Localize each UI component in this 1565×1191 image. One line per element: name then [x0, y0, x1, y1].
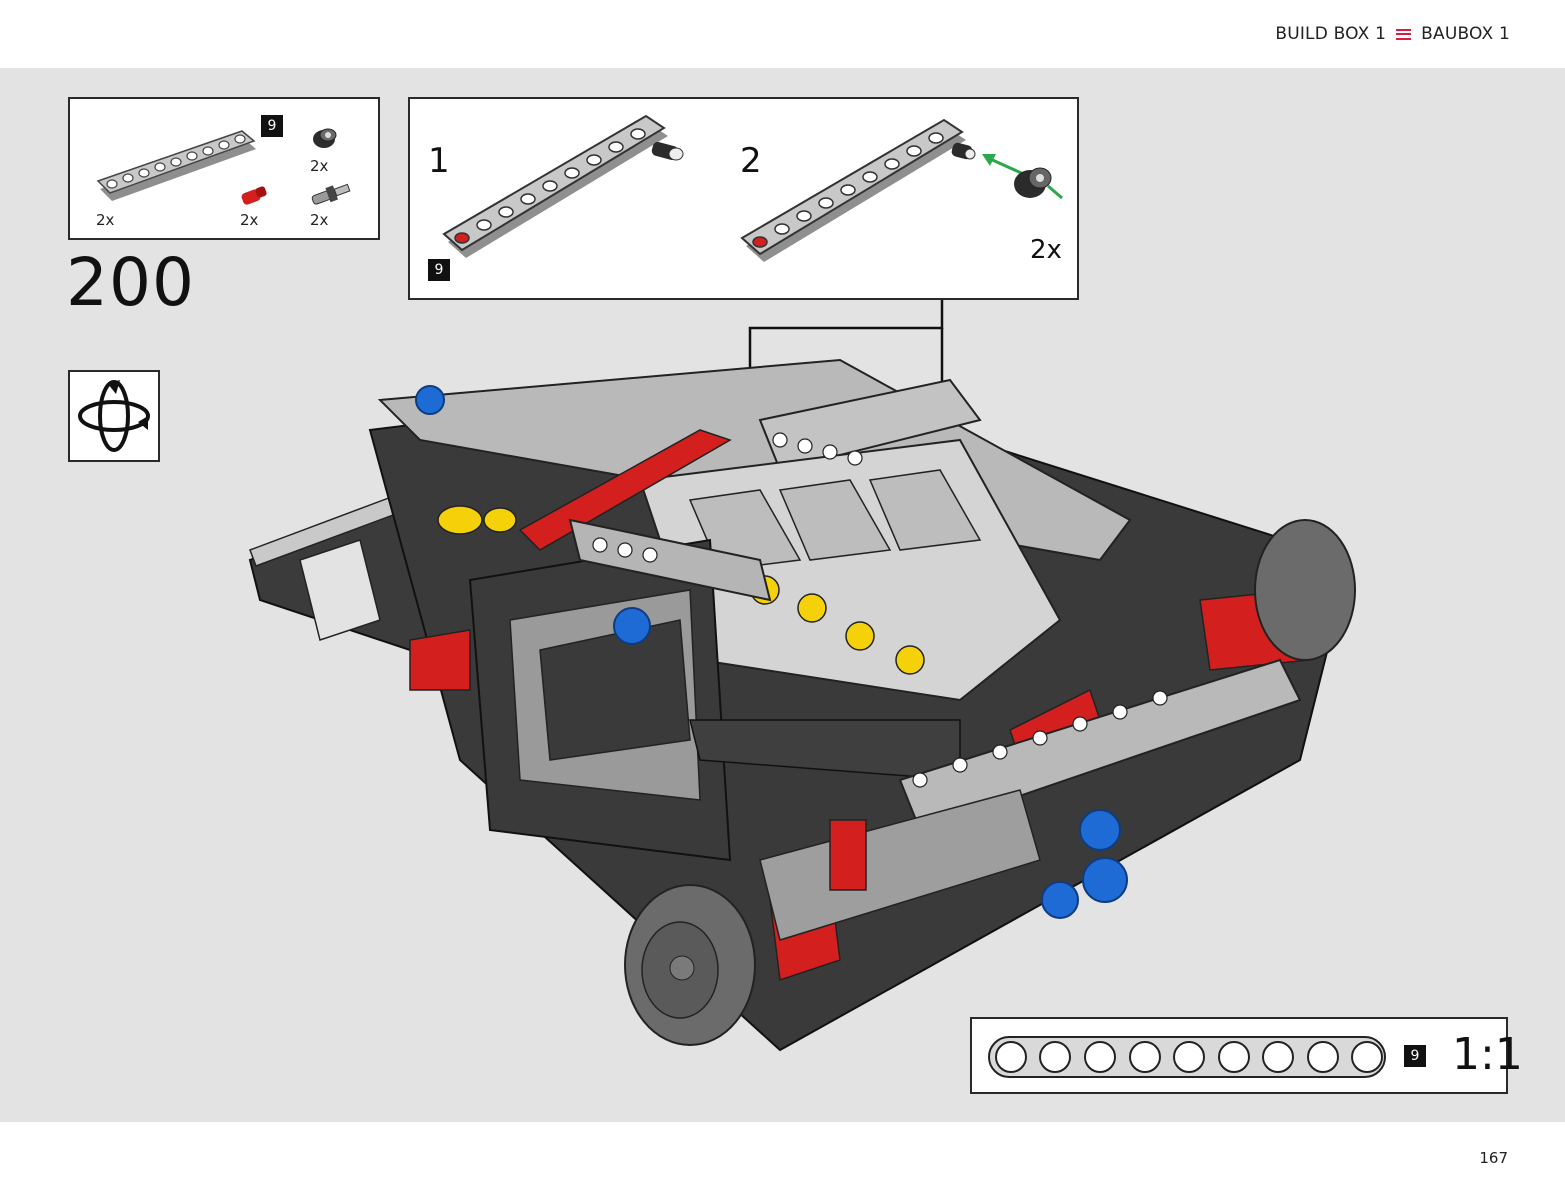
build-box-label-de: BAUBOX 1 — [1421, 24, 1510, 44]
scale-reference-beam — [988, 1036, 1386, 1078]
build-box-label-en: BUILD BOX 1 — [1275, 24, 1387, 44]
sub-step-2-beam — [740, 118, 1063, 262]
sub-step-2-label: 2 — [740, 141, 762, 181]
rotate-model-icon — [78, 380, 150, 452]
sub-assembly-multiplier: 2x — [1030, 235, 1062, 265]
scale-reference-box: 9 1:1 — [970, 1017, 1523, 1094]
rotate-model-box — [68, 370, 160, 462]
sub-step-1-beam — [442, 114, 684, 258]
bush-qty: 2x — [310, 157, 329, 175]
axle-pin-qty: 2x — [310, 211, 329, 229]
red-pin-qty: 2x — [240, 211, 259, 229]
menu-icon — [1396, 28, 1412, 40]
sub-step-1-label: 1 — [428, 141, 450, 181]
build-box-title: BUILD BOX 1 BAUBOX 1 — [1275, 24, 1510, 44]
beam-length-badge: 9 — [261, 115, 283, 137]
scale-label: 1:1 — [1452, 1029, 1523, 1080]
page-number: 167 — [1479, 1149, 1508, 1167]
page-footer: 167 — [0, 1122, 1565, 1191]
sub-assembly-beam-badge: 9 — [428, 259, 450, 281]
dark-bush-icon — [313, 128, 337, 148]
scale-reference-badge: 9 — [1404, 1045, 1426, 1067]
axle-pin-icon — [311, 183, 351, 205]
technic-beam-icon — [96, 130, 256, 201]
sub-assembly-box: 1 2 9 2x — [408, 97, 1079, 300]
red-pin-icon — [241, 186, 267, 205]
page-header: BUILD BOX 1 BAUBOX 1 — [0, 0, 1565, 68]
beam-qty: 2x — [96, 211, 115, 229]
parts-list-box: 9 2x 2x 2x 2x — [68, 97, 380, 240]
step-number: 200 — [66, 244, 195, 321]
